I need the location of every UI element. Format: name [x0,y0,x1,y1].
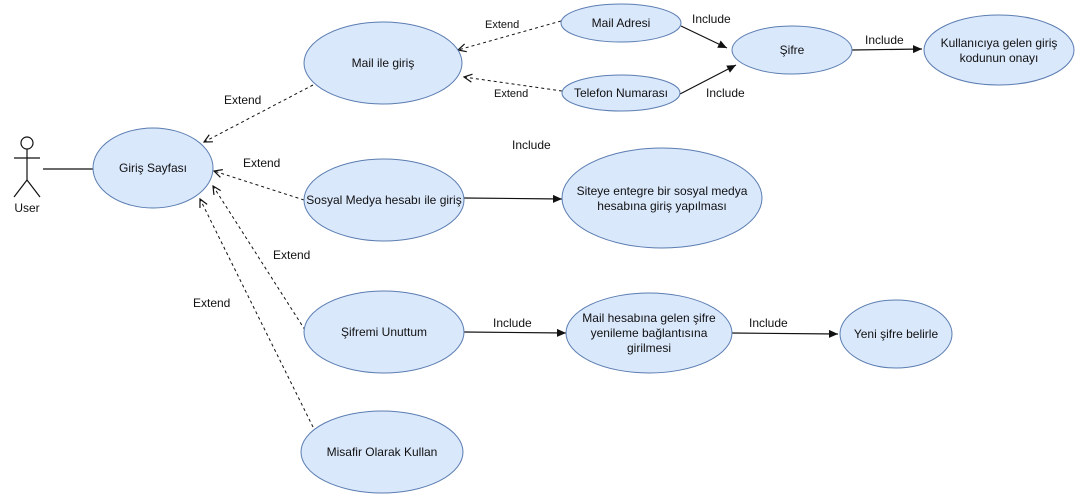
usecase-sifre-yenileme-label-2: yenileme bağlantısına [591,326,708,340]
label-include-sosyal: Include [512,138,551,152]
usecase-telefon-numarasi[interactable]: Telefon Numarası [561,74,681,112]
usecase-mail-adresi-label: Mail Adresi [592,16,651,30]
usecase-sosyal-medya[interactable]: Sosyal Medya hesabı ile giriş [303,158,465,242]
actor-right-leg [26,179,41,198]
usecase-mail-ile-giris-label: Mail ile giriş [352,56,415,70]
label-include-mail-sifre: Include [692,12,731,26]
usecase-entegre-giris-label-1: Siteye entegre bir sosyal medya [577,184,748,198]
usecase-misafir-label: Misafir Olarak Kullan [327,445,438,459]
label-include-unuttum: Include [493,316,532,330]
usecase-sifremi-unuttum[interactable]: Şifremi Unuttum [303,290,465,374]
usecase-entegre-giris[interactable]: Siteye entegre bir sosyal medya hesabına… [561,147,763,249]
user-actor: User [13,136,41,215]
usecase-kod-onayi[interactable]: Kullanıcıya gelen giriş kodunun onayı [923,14,1075,86]
usecase-kod-onayi-label-2: kodunun onayı [960,51,1039,65]
edge-mailadresi-to-sifre [680,25,728,49]
edge-telefon-to-sifre [679,64,737,95]
usecase-kod-onayi-label-1: Kullanıcıya gelen giriş [941,36,1058,50]
usecase-sifremi-unuttum-label: Şifremi Unuttum [341,325,427,339]
label-include-yeni: Include [749,316,788,330]
usecase-giris-sayfasi[interactable]: Giriş Sayfası [92,127,214,209]
usecase-giris-sayfasi-label: Giriş Sayfası [119,161,187,175]
label-include-sifre-onay: Include [865,33,904,47]
label-extend-mailadresi: Extend [485,19,519,31]
label-include-tel-sifre: Include [706,86,745,100]
usecase-yeni-sifre[interactable]: Yeni şifre belirle [839,299,953,369]
edge-sosyal-to-entegre [463,194,563,203]
edge-misafir-to-giris [200,199,314,428]
usecase-sosyal-medya-label: Sosyal Medya hesabı ile giriş [306,193,461,207]
usecase-sifre-yenileme-label-1: Mail hesabına gelen şifre [582,311,716,325]
actor-left-leg [13,179,28,198]
usecase-entegre-giris-label-2: hesabına giriş yapılması [597,199,726,213]
edge-sosyal-to-giris [214,171,305,201]
usecase-mail-ile-giris[interactable]: Mail ile giriş [303,21,463,105]
usecase-sifre[interactable]: Şifre [731,25,853,75]
label-extend-mailgiris: Extend [224,93,261,107]
label-extend-sifremi: Extend [273,248,310,262]
label-extend-misafir: Extend [193,296,230,310]
usecase-mail-adresi[interactable]: Mail Adresi [560,3,682,43]
edge-sifremi-to-giris [213,186,306,331]
usecase-misafir[interactable]: Misafir Olarak Kullan [300,410,464,494]
edge-mailgiris-to-giris [204,84,314,142]
actor-head [20,136,34,150]
usecase-sifre-yenileme[interactable]: Mail hesabına gelen şifre yenileme bağla… [565,292,733,374]
usecase-sifre-label: Şifre [780,43,805,57]
edge-yenileme-to-yenisifre [730,329,839,338]
edge-sifremi-to-yenileme [463,328,567,337]
edge-sifre-to-onay [851,45,923,54]
usecase-yeni-sifre-label: Yeni şifre belirle [854,327,939,341]
actor-label: User [14,201,39,215]
label-extend-sosyal: Extend [243,156,280,170]
label-extend-telefon: Extend [494,88,528,100]
usecase-sifre-yenileme-label-3: girilmesi [627,341,671,355]
usecase-telefon-numarasi-label: Telefon Numarası [574,86,668,100]
edge-telefon-to-mailgiris [464,77,563,92]
